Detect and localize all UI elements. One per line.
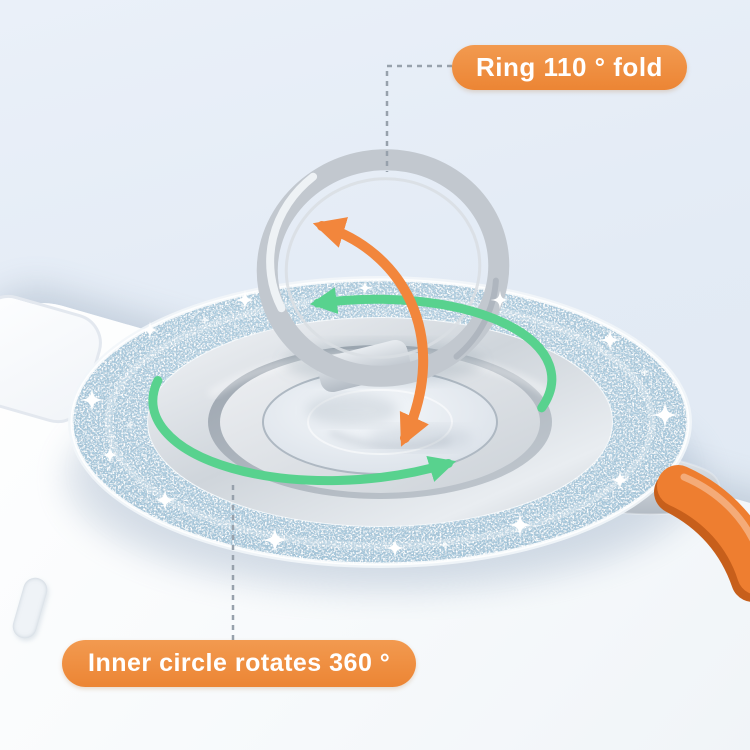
strap xyxy=(654,465,750,602)
connector-top-dashed-line xyxy=(385,64,452,172)
curved-fold-arrow-icon xyxy=(312,217,429,447)
callout-inner-rotation: Inner circle rotates 360 ° xyxy=(62,640,417,687)
callout-inner-rotation-label: Inner circle rotates 360 ° xyxy=(88,649,391,677)
callout-ring-fold-label: Ring 110 ° fold xyxy=(476,52,663,82)
callout-ring-fold: Ring 110 ° fold xyxy=(452,45,687,90)
